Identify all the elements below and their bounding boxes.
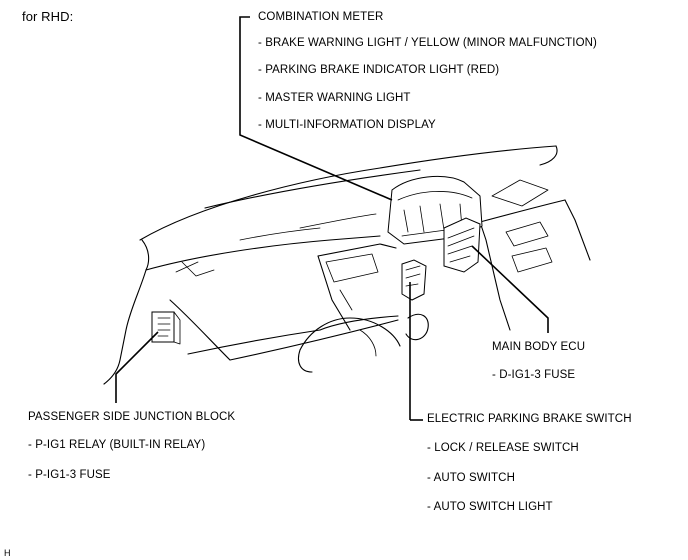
parking-brake-switch-item: - AUTO SWITCH LIGHT <box>427 501 553 513</box>
parking-brake-switch-item: - LOCK / RELEASE SWITCH <box>427 442 579 454</box>
dashboard-body <box>103 145 591 385</box>
junction-block-item: - P-IG1 RELAY (BUILT-IN RELAY) <box>28 439 206 451</box>
main-body-ecu-part <box>443 217 481 273</box>
leader-lines <box>115 16 549 421</box>
main-body-ecu-item: - D-IG1-3 FUSE <box>492 369 576 381</box>
parking-brake-switch-title: ELECTRIC PARKING BRAKE SWITCH <box>427 413 632 425</box>
combination-meter-item: - PARKING BRAKE INDICATOR LIGHT (RED) <box>258 64 500 76</box>
combination-meter-item: - MASTER WARNING LIGHT <box>258 92 411 104</box>
view-label: for RHD: <box>22 9 74 24</box>
figure-code: H <box>4 548 11 558</box>
main-body-ecu-title: MAIN BODY ECU <box>492 341 586 353</box>
junction-block-title: PASSENGER SIDE JUNCTION BLOCK <box>28 411 236 423</box>
parking-brake-switch-item: - AUTO SWITCH <box>427 472 515 484</box>
combination-meter-item: - BRAKE WARNING LIGHT / YELLOW (MINOR MA… <box>258 37 597 49</box>
junction-block-item: - P-IG1-3 FUSE <box>28 469 111 481</box>
parking-brake-switch-part <box>401 259 427 301</box>
combination-meter-item: - MULTI-INFORMATION DISPLAY <box>258 119 436 131</box>
combination-meter-title: COMBINATION METER <box>258 11 384 23</box>
